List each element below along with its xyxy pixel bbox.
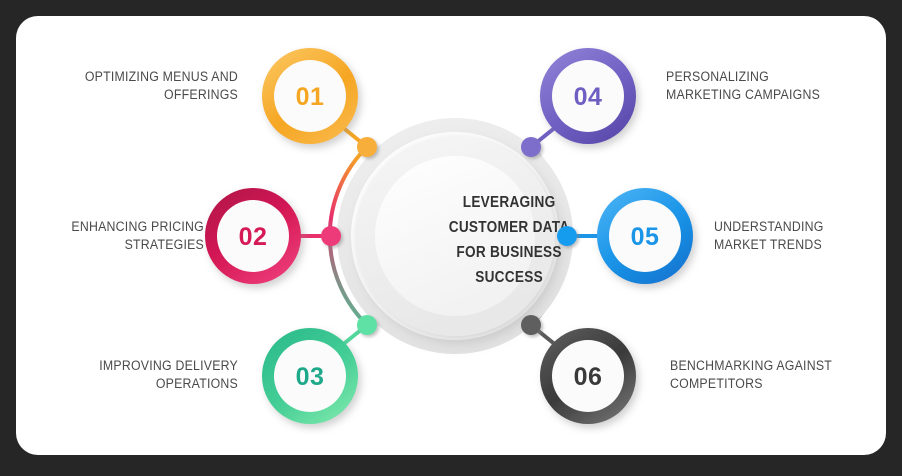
node-number-06: 06 bbox=[574, 363, 603, 391]
node-label-04: PERSONALIZING MARKETING CAMPAIGNS bbox=[666, 69, 821, 102]
node-number-03: 03 bbox=[296, 363, 325, 391]
node-label-01: OPTIMIZING MENUS AND OFFERINGS bbox=[84, 69, 238, 102]
center-hub: LEVERAGING CUSTOMER DATA FOR BUSINESS SU… bbox=[337, 118, 573, 354]
hub-title-line-2: CUSTOMER DATA bbox=[449, 219, 570, 236]
hub-disc bbox=[375, 156, 535, 316]
node-03[interactable]: 03 bbox=[262, 328, 358, 424]
node-face-04 bbox=[552, 60, 624, 132]
connector-dots bbox=[321, 137, 577, 335]
hub-title-line-4: SUCCESS bbox=[475, 269, 543, 286]
node-label-02: ENHANCING PRICING STRATEGIES bbox=[71, 219, 204, 252]
node-02[interactable]: 02 bbox=[205, 188, 301, 284]
node-number-04: 04 bbox=[574, 83, 603, 111]
node-face-05 bbox=[609, 200, 681, 272]
node-04[interactable]: 04 bbox=[540, 48, 636, 144]
dot-05 bbox=[557, 226, 577, 246]
node-label-06: BENCHMARKING AGAINST COMPETITORS bbox=[670, 358, 832, 391]
dot-04 bbox=[521, 137, 541, 157]
node-face-02 bbox=[217, 200, 289, 272]
node-number-05: 05 bbox=[631, 223, 660, 251]
hub-title-line-3: FOR BUSINESS bbox=[456, 244, 561, 261]
dot-01 bbox=[357, 137, 377, 157]
dot-03 bbox=[357, 315, 377, 335]
node-number-02: 02 bbox=[239, 223, 268, 251]
node-01[interactable]: 01 bbox=[262, 48, 358, 144]
node-06[interactable]: 06 bbox=[540, 328, 636, 424]
node-label-03: IMPROVING DELIVERY OPERATIONS bbox=[99, 358, 238, 391]
node-face-03 bbox=[274, 340, 346, 412]
node-number-01: 01 bbox=[296, 83, 325, 111]
node-label-05: UNDERSTANDING MARKET TRENDS bbox=[714, 219, 824, 252]
node-face-01 bbox=[274, 60, 346, 132]
node-face-06 bbox=[552, 340, 624, 412]
hub-title-line-1: LEVERAGING bbox=[463, 194, 556, 211]
dot-06 bbox=[521, 315, 541, 335]
node-05[interactable]: 05 bbox=[597, 188, 693, 284]
dot-02 bbox=[321, 226, 341, 246]
